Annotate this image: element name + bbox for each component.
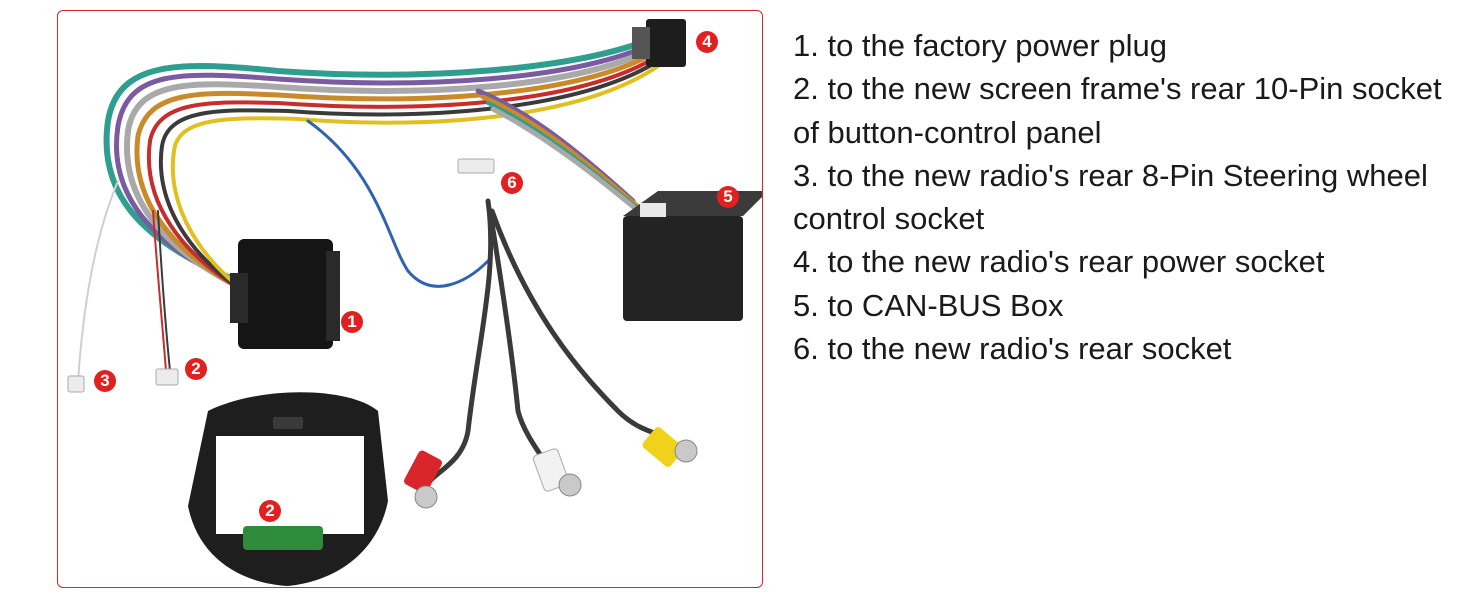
callout-badge-3: 3 xyxy=(94,370,116,392)
callout-badge-1: 1 xyxy=(341,311,363,333)
panel-10pin-connector xyxy=(155,368,179,386)
legend-item-5: 5. to CAN-BUS Box xyxy=(793,287,1064,323)
canbus-box xyxy=(623,191,762,321)
callout-badge-6: 6 xyxy=(501,172,523,194)
connection-legend: 1. to the factory power plug 2. to the n… xyxy=(793,24,1453,370)
wire-bundle xyxy=(77,33,666,484)
callout-badge-2: 2 xyxy=(185,358,207,380)
screen-frame xyxy=(188,392,388,586)
steering-8pin-connector xyxy=(67,375,85,393)
callout-badge-5: 5 xyxy=(717,186,739,208)
power-connector xyxy=(632,19,686,67)
legend-item-2: 2. to the new screen frame's rear 10-Pin… xyxy=(793,71,1442,150)
product-photo: 1 2 3 4 5 6 2 xyxy=(57,10,763,588)
wiring-harness-illustration xyxy=(67,19,762,586)
callout-badge-2-frame: 2 xyxy=(259,500,281,522)
legend-item-6: 6. to the new radio's rear socket xyxy=(793,331,1232,367)
legend-item-4: 4. to the new radio's rear power socket xyxy=(793,244,1325,280)
legend-item-3: 3. to the new radio's rear 8-Pin Steerin… xyxy=(793,157,1428,237)
legend-item-1: 1. to the factory power plug xyxy=(793,28,1167,63)
rca-plugs xyxy=(404,427,698,509)
factory-power-plug xyxy=(230,239,340,349)
callout-badge-4: 4 xyxy=(696,31,718,53)
radio-socket-connector xyxy=(457,158,495,174)
